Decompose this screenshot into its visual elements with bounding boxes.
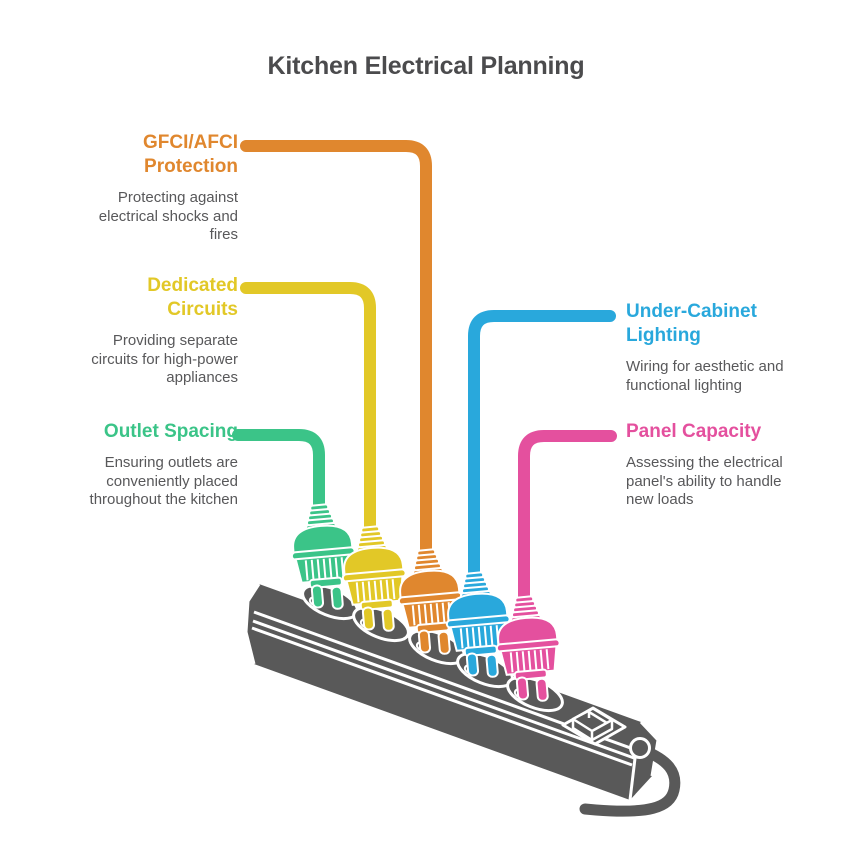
- power-switch-icon: [561, 706, 627, 746]
- wire-gfci-afci-protection: [240, 140, 432, 559]
- topic-under-cabinet-lighting: Under-Cabinet Lighting Wiring for aesthe…: [626, 300, 852, 395]
- topic-label: Under-Cabinet Lighting: [626, 301, 757, 346]
- topic-dedicated-circuits: Dedicated Circuits Providing separate ci…: [2, 274, 238, 388]
- wire-panel-capacity: [518, 430, 617, 606]
- topic-description: Providing separate circuits for high-pow…: [91, 332, 238, 386]
- wire-under-cabinet-lighting: [468, 310, 616, 582]
- topic-description: Wiring for aesthetic and functional ligh…: [626, 358, 784, 394]
- topic-label: GFCI/AFCI Protection: [143, 132, 238, 177]
- topic-panel-capacity: Panel Capacity Assessing the electrical …: [626, 420, 852, 510]
- topic-description: Ensuring outlets are conveniently placed…: [89, 454, 238, 508]
- topic-description: Protecting against electrical shocks and…: [98, 189, 238, 243]
- topic-gfci-afci-protection: GFCI/AFCI Protection Protecting against …: [2, 131, 238, 245]
- power-cord: [579, 737, 681, 817]
- topic-label: Dedicated Circuits: [147, 275, 238, 320]
- topic-description: Assessing the electrical panel's ability…: [626, 454, 783, 508]
- connector-wires: [232, 140, 617, 606]
- topic-outlet-spacing: Outlet Spacing Ensuring outlets are conv…: [2, 420, 238, 510]
- power-strip: [244, 577, 681, 817]
- topic-label: Outlet Spacing: [103, 421, 238, 442]
- topic-label: Panel Capacity: [626, 421, 762, 442]
- wire-dedicated-circuits: [240, 282, 376, 536]
- page-title: Kitchen Electrical Planning: [267, 52, 585, 80]
- wire-outlet-spacing: [232, 429, 325, 514]
